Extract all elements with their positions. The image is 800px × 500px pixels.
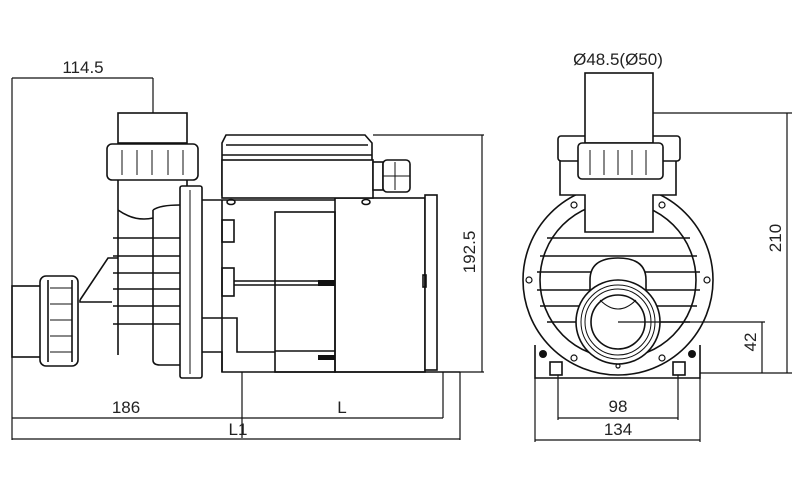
- outlet-union-nut: [106, 143, 199, 181]
- volute-connector: [79, 257, 118, 303]
- dim-pipe-diameter-label: Ø48.5(Ø50): [573, 50, 663, 69]
- dim-foot-spacing-label: 98: [609, 397, 628, 416]
- cooling-ribs: [113, 237, 180, 325]
- inlet-union-nut: [39, 275, 79, 367]
- side-view: 114.5 192.5 186 L L1: [11, 58, 484, 440]
- dim-base-width-label: 134: [604, 420, 632, 439]
- top-union-nut: [577, 142, 664, 180]
- junction-box: [221, 134, 374, 206]
- end-cap: [424, 194, 438, 371]
- flange: [179, 185, 203, 379]
- dim-motor-length-label: L: [337, 398, 346, 417]
- base-feet: [534, 345, 701, 379]
- outlet-pipe: [117, 112, 188, 144]
- side-dimensions: [11, 77, 484, 440]
- dim-outlet-height-label: 42: [741, 333, 760, 352]
- pump-housing: [117, 180, 181, 366]
- dim-total-height-label: 210: [766, 224, 785, 252]
- motor-body: [221, 199, 335, 372]
- dim-total-length-label: L1: [229, 420, 248, 439]
- dim-front-length-label: 186: [112, 398, 140, 417]
- front-dimensions: [534, 112, 792, 442]
- motor-housing: [334, 197, 426, 373]
- front-view: Ø48.5(Ø50) 210 42 98 134: [522, 50, 792, 442]
- dim-inlet-offset-label: 114.5: [62, 58, 103, 77]
- top-pipe: [584, 72, 654, 144]
- cable-gland: [372, 159, 411, 193]
- stator-section: [274, 211, 336, 373]
- dim-height-label: 192.5: [460, 231, 479, 274]
